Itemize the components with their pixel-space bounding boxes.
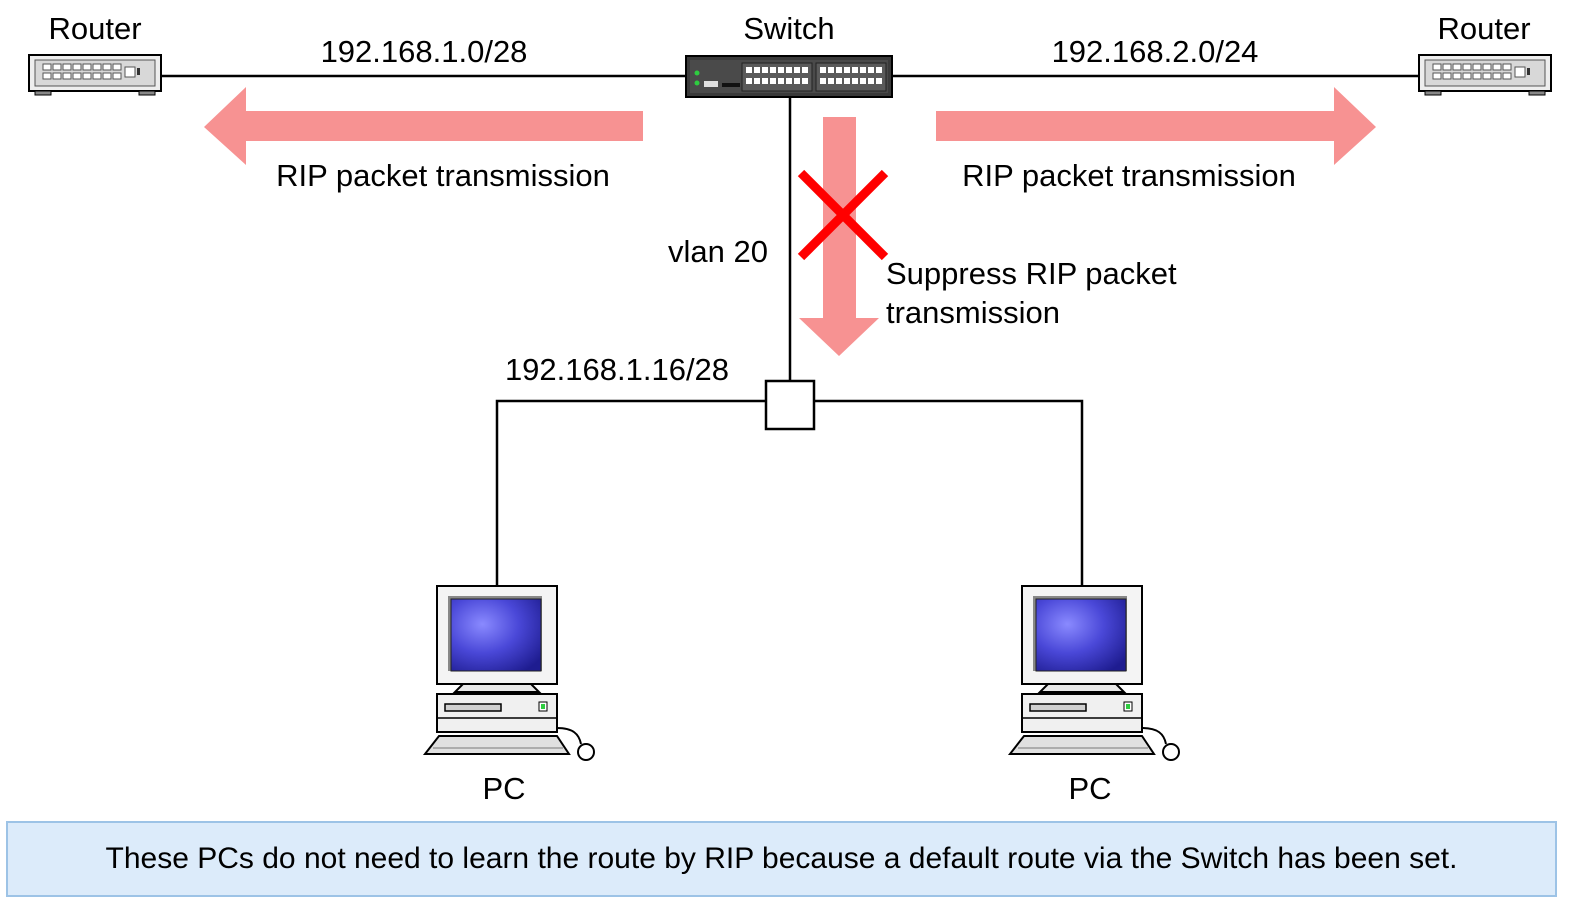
suppress-label-line1: Suppress RIP packet xyxy=(886,256,1177,291)
pc-icon xyxy=(1007,585,1180,761)
pc-left[interactable] xyxy=(422,585,595,761)
switch-icon xyxy=(685,55,893,98)
router-left-label: Router xyxy=(48,11,141,46)
pc-subnet-label: 192.168.1.16/28 xyxy=(505,352,729,387)
router-icon xyxy=(1418,54,1552,96)
router-right-label: Router xyxy=(1437,11,1530,46)
pc-right-label: PC xyxy=(1068,771,1111,806)
rip-right-label: RIP packet transmission xyxy=(962,158,1296,193)
note-text: These PCs do not need to learn the route… xyxy=(105,842,1458,875)
connection-lines xyxy=(160,74,1421,585)
switch[interactable] xyxy=(685,55,893,98)
vlan-label: vlan 20 xyxy=(668,234,768,269)
note-box: These PCs do not need to learn the route… xyxy=(6,821,1557,897)
router-icon xyxy=(28,54,162,96)
network-right-label: 192.168.2.0/24 xyxy=(1052,34,1259,69)
block-x-icon xyxy=(797,169,889,261)
network-left-label: 192.168.1.0/28 xyxy=(321,34,528,69)
suppress-label-line2: transmission xyxy=(886,295,1060,330)
pc-icon xyxy=(422,585,595,761)
arrow-rip-right xyxy=(936,87,1376,165)
switch-label: Switch xyxy=(743,11,834,46)
arrow-rip-left xyxy=(204,87,643,165)
router-left[interactable] xyxy=(28,54,162,96)
rip-left-label: RIP packet transmission xyxy=(276,158,610,193)
arrow-rip-down xyxy=(799,117,879,356)
hub-icon[interactable] xyxy=(764,379,816,431)
pc-left-label: PC xyxy=(482,771,525,806)
pc-right[interactable] xyxy=(1007,585,1180,761)
link-hub-left-pc xyxy=(495,399,766,585)
router-right[interactable] xyxy=(1418,54,1552,96)
link-hub-right-pc xyxy=(814,399,1084,585)
